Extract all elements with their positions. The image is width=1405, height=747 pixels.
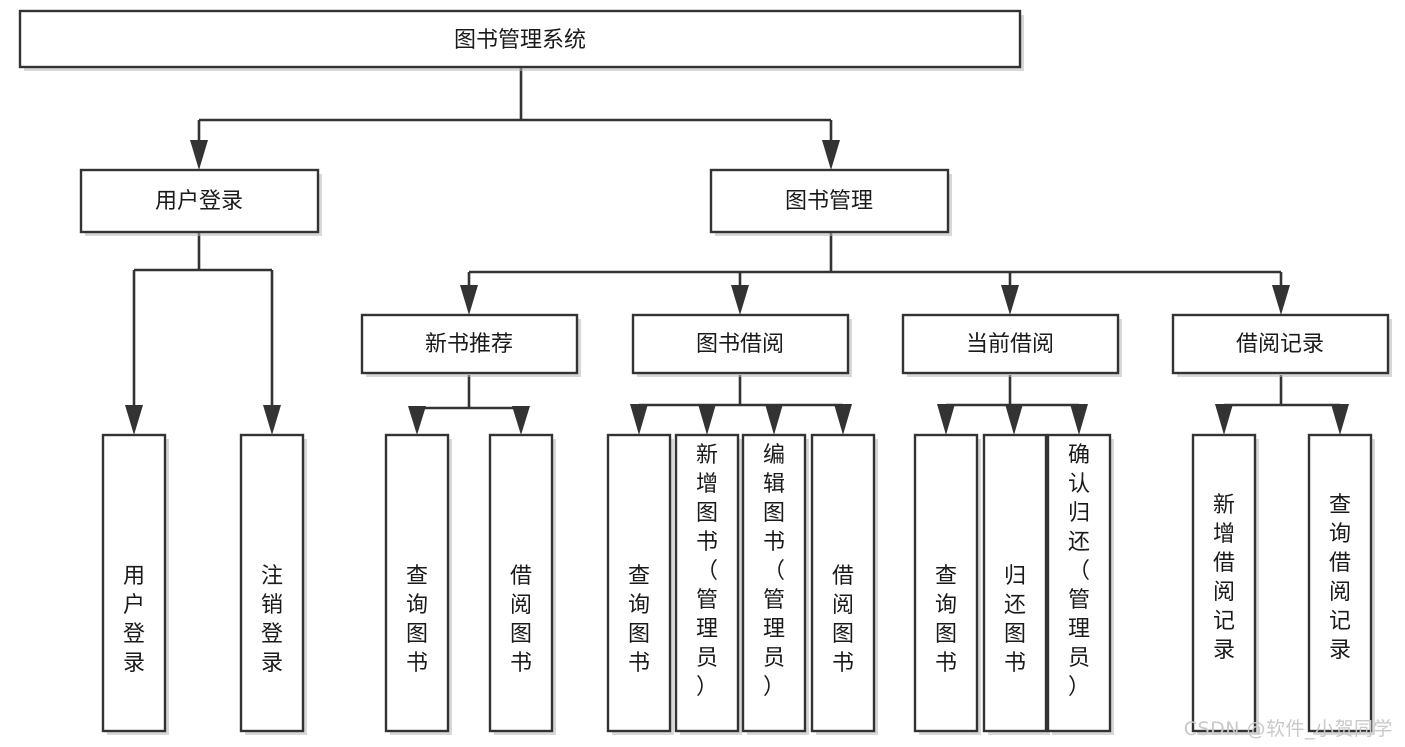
node-leaf-add-record[interactable]: 新增借阅记录 bbox=[1191, 433, 1259, 735]
arrow-head-new-book-recommend bbox=[460, 285, 478, 315]
node-new-book-recommend[interactable]: 新书推荐 bbox=[360, 313, 581, 377]
node-leaf-add-book[interactable]: 新增图书（管理员） bbox=[674, 433, 742, 735]
node-leaf-query-book-1-label: 查询图书 bbox=[406, 564, 428, 676]
node-new-book-recommend-label: 新书推荐 bbox=[425, 332, 513, 357]
node-current-borrow[interactable]: 当前借阅 bbox=[901, 313, 1122, 377]
node-leaf-edit-book-label: 编辑图书（管理员） bbox=[763, 443, 785, 700]
arrow-head-leaf-query-book-1 bbox=[408, 406, 426, 435]
node-leaf-borrow-book-1-label: 借阅图书 bbox=[510, 564, 532, 676]
node-leaf-query-book-1[interactable]: 查询图书 bbox=[384, 433, 452, 735]
node-book-borrow-label: 图书借阅 bbox=[696, 332, 784, 357]
node-leaf-user-login[interactable]: 用户登录 bbox=[101, 433, 169, 735]
arrow-head-current-borrow bbox=[1001, 285, 1019, 315]
arrow-head-leaf-query-book-2 bbox=[630, 404, 648, 435]
node-leaf-user-login-label: 用户登录 bbox=[123, 564, 145, 676]
arrow-head-leaf-borrow-book-2 bbox=[834, 404, 852, 435]
node-leaf-add-record-label: 新增借阅记录 bbox=[1213, 493, 1235, 663]
node-book-borrow[interactable]: 图书借阅 bbox=[631, 313, 852, 377]
node-leaf-query-record[interactable]: 查询借阅记录 bbox=[1307, 433, 1375, 735]
node-leaf-return-book-label: 归还图书 bbox=[1004, 564, 1026, 676]
arrow-head-leaf-add-book bbox=[698, 404, 716, 435]
node-leaf-query-book-3[interactable]: 查询图书 bbox=[913, 433, 981, 735]
arrow-head-leaf-return-book bbox=[1005, 404, 1023, 435]
node-leaf-borrow-book-1[interactable]: 借阅图书 bbox=[488, 433, 556, 735]
node-root[interactable]: 图书管理系统 bbox=[18, 9, 1024, 71]
node-leaf-borrow-book-2-label: 借阅图书 bbox=[832, 564, 854, 676]
arrow-head-book-management bbox=[822, 140, 840, 170]
node-leaf-confirm-return-label: 确认归还（管理员） bbox=[1068, 443, 1090, 700]
node-leaf-borrow-book-2[interactable]: 借阅图书 bbox=[810, 433, 878, 735]
node-user-login[interactable]: 用户登录 bbox=[79, 168, 322, 236]
node-leaf-query-record-label: 查询借阅记录 bbox=[1329, 493, 1351, 663]
node-leaf-logout-login[interactable]: 注销登录 bbox=[239, 433, 307, 735]
node-user-login-label: 用户登录 bbox=[155, 189, 243, 214]
arrow-head-book-borrow bbox=[731, 285, 749, 315]
arrow-head-leaf-logout-login bbox=[263, 405, 281, 435]
node-leaf-query-book-2[interactable]: 查询图书 bbox=[606, 433, 674, 735]
arrow-head-leaf-query-record bbox=[1331, 404, 1349, 435]
arrow-head-leaf-confirm-return bbox=[1070, 404, 1088, 435]
arrow-head-user-login bbox=[190, 140, 208, 170]
node-leaf-logout-login-label: 注销登录 bbox=[261, 564, 283, 676]
node-root-label: 图书管理系统 bbox=[454, 28, 586, 53]
node-leaf-query-book-3-label: 查询图书 bbox=[935, 564, 957, 676]
arrow-head-leaf-borrow-book-1 bbox=[512, 406, 530, 435]
node-book-management-label: 图书管理 bbox=[785, 189, 873, 214]
arrow-head-leaf-query-book-3 bbox=[937, 404, 955, 435]
node-leaf-query-book-2-label: 查询图书 bbox=[628, 564, 650, 676]
node-borrow-record[interactable]: 借阅记录 bbox=[1171, 313, 1392, 377]
arrow-head-leaf-add-record bbox=[1215, 404, 1233, 435]
arrow-head-leaf-user-login bbox=[125, 405, 143, 435]
node-leaf-add-book-label: 新增图书（管理员） bbox=[696, 443, 718, 700]
node-leaf-confirm-return[interactable]: 确认归还（管理员） bbox=[1046, 433, 1114, 735]
connector-layer bbox=[125, 67, 1349, 435]
arrow-head-borrow-record bbox=[1272, 285, 1290, 315]
node-leaf-edit-book[interactable]: 编辑图书（管理员） bbox=[741, 433, 809, 735]
node-current-borrow-label: 当前借阅 bbox=[966, 332, 1054, 357]
node-borrow-record-label: 借阅记录 bbox=[1236, 332, 1324, 357]
node-book-management[interactable]: 图书管理 bbox=[709, 168, 952, 236]
arrow-head-leaf-edit-book bbox=[765, 404, 783, 435]
node-leaf-return-book[interactable]: 归还图书 bbox=[982, 433, 1050, 735]
